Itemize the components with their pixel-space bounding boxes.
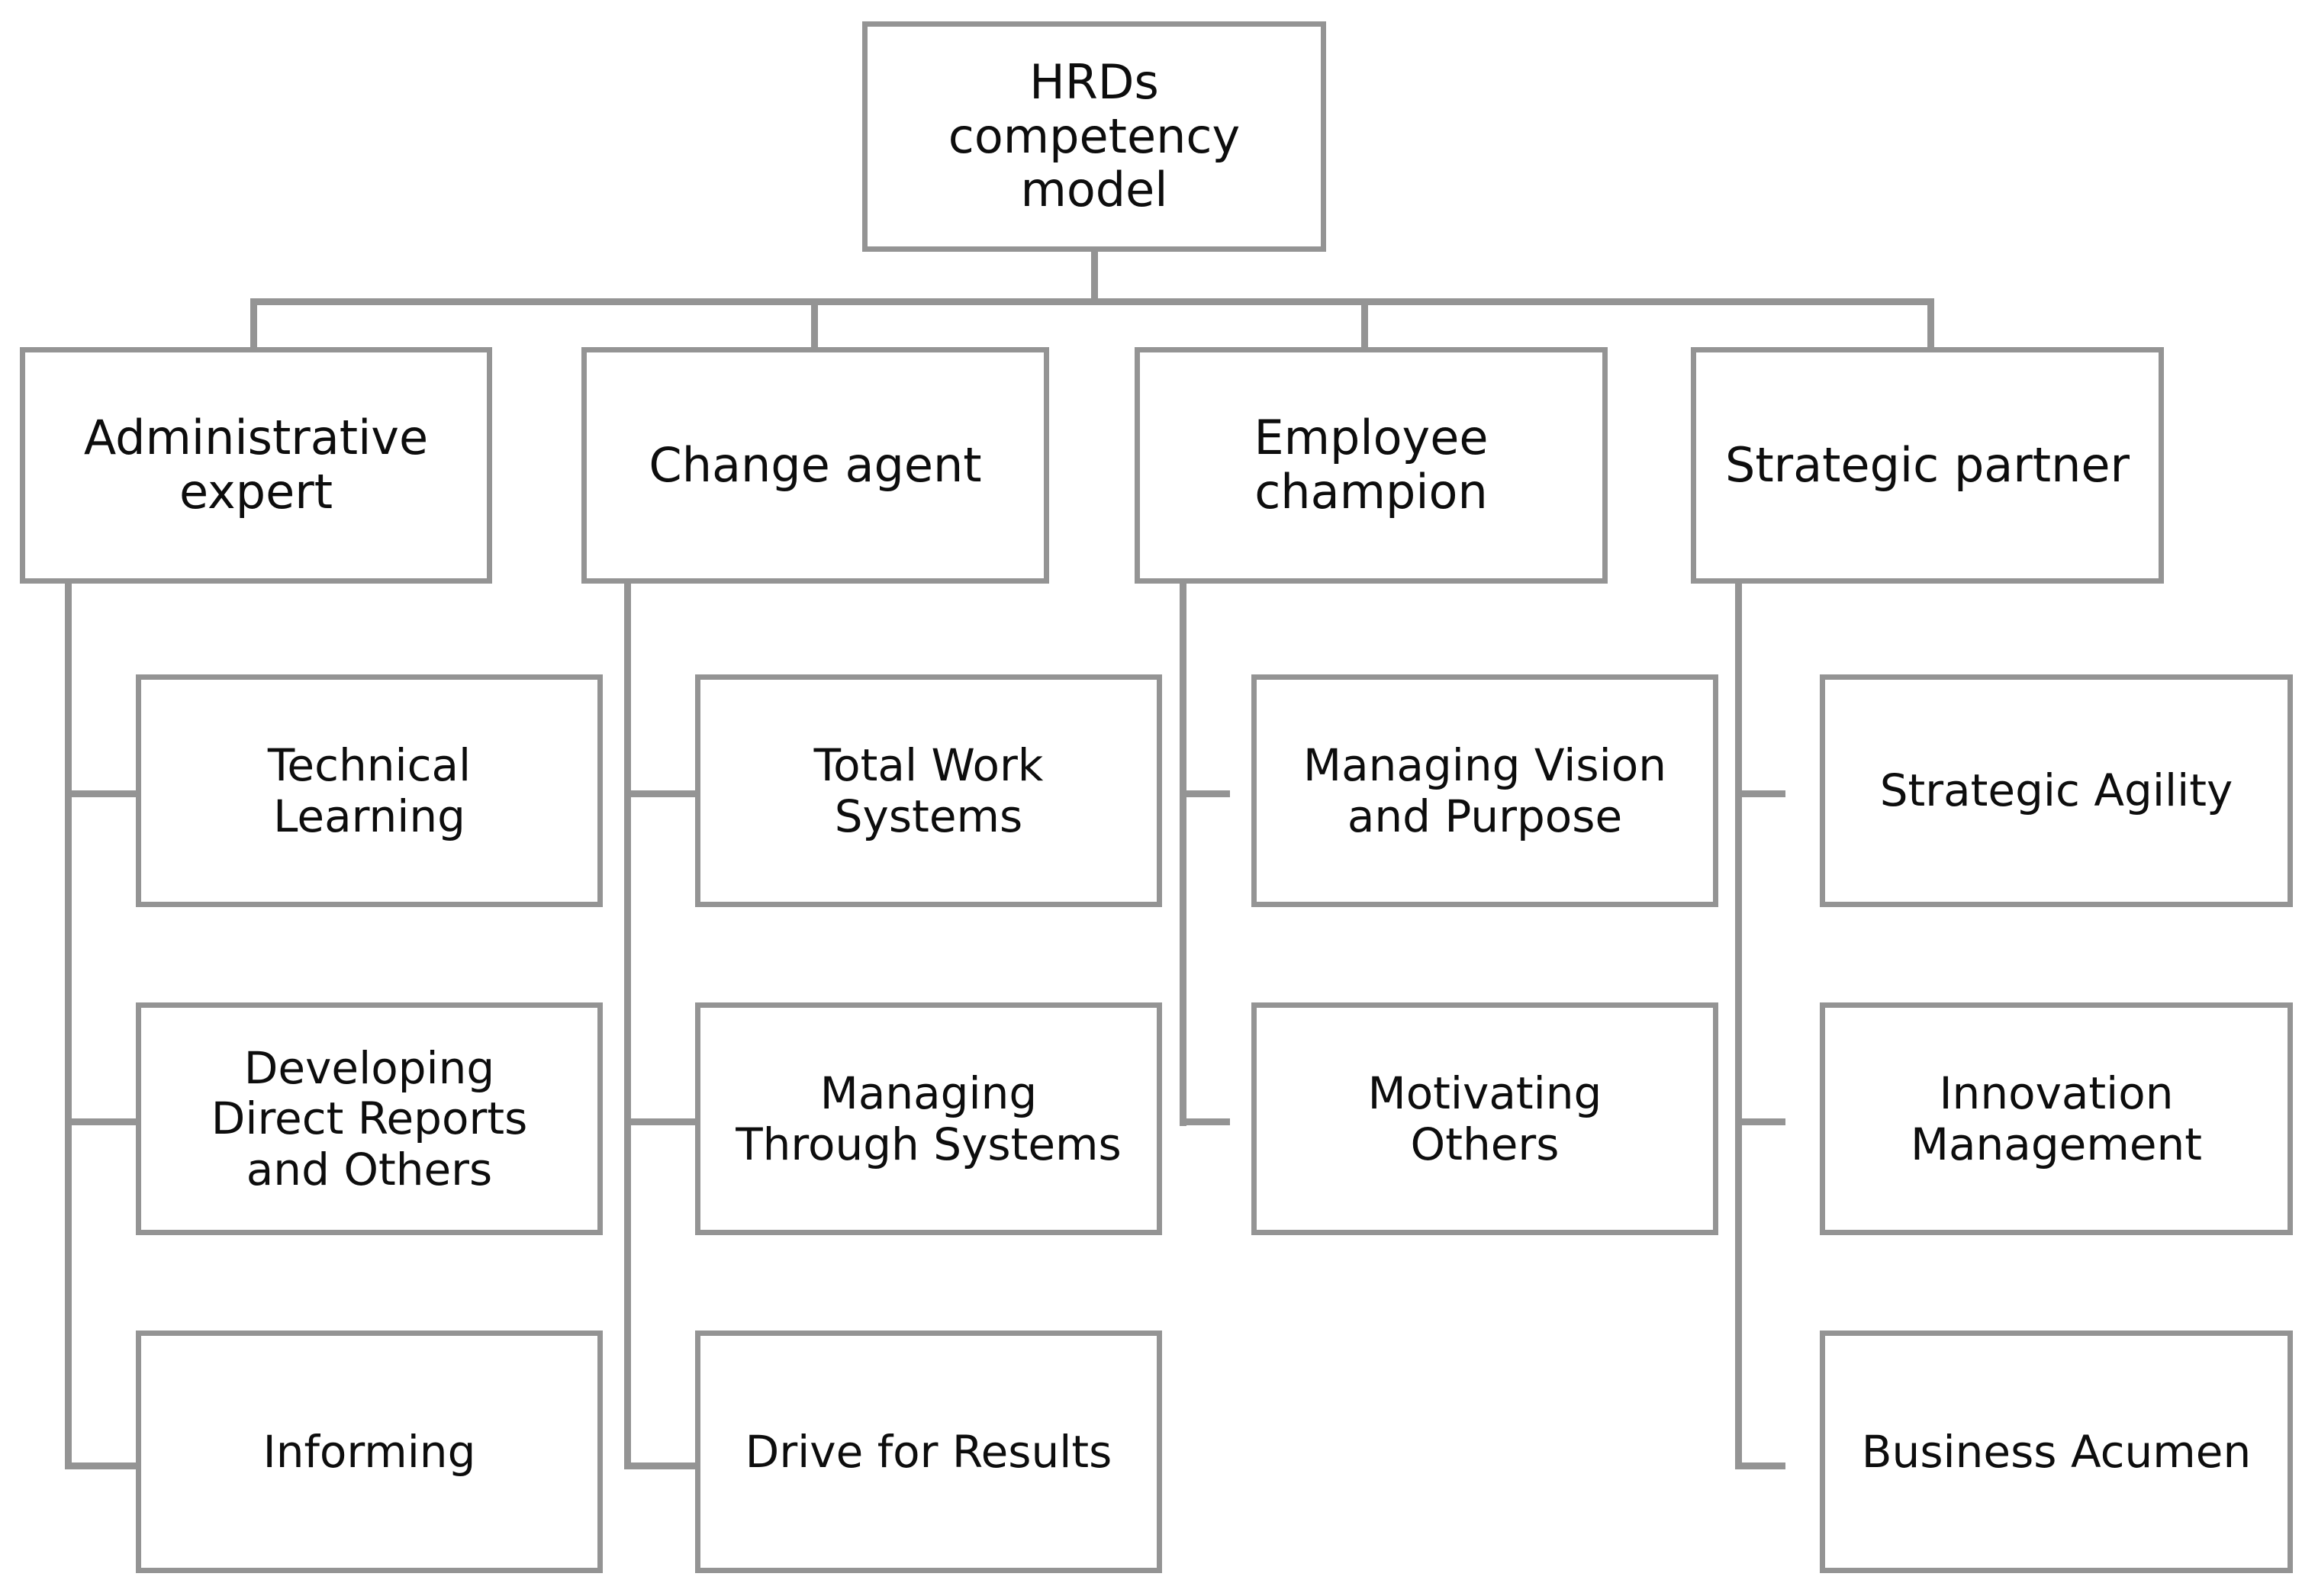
node-leaf-label: Informing <box>262 1425 476 1478</box>
node-leaf-label: Developing Direct Reports and Others <box>211 1042 528 1195</box>
connector-rung-4-2 <box>1735 1118 1785 1125</box>
connector-trunk-branch-4 <box>1735 584 1742 1469</box>
connector-rung-1-1 <box>65 790 141 797</box>
node-leaf-label: Innovation Management <box>1910 1067 2203 1170</box>
node-leaf-innovation-management[interactable]: Innovation Management <box>1820 1002 2293 1235</box>
node-branch-label: Employee champion <box>1254 410 1489 520</box>
node-branch-employee-champion[interactable]: Employee champion <box>1135 347 1608 584</box>
node-root-label: HRDs competency model <box>948 53 1241 218</box>
node-leaf-motivating-others[interactable]: Motivating Others <box>1251 1002 1718 1235</box>
connector-rung-2-1 <box>624 790 700 797</box>
connector-rung-3-1 <box>1180 790 1230 797</box>
node-leaf-business-acumen[interactable]: Business Acumen <box>1820 1331 2293 1573</box>
node-leaf-strategic-agility[interactable]: Strategic Agility <box>1820 674 2293 907</box>
connector-rung-2-2 <box>624 1118 700 1125</box>
node-root-hrds-competency-model[interactable]: HRDs competency model <box>862 21 1326 252</box>
node-branch-administrative-expert[interactable]: Administrative expert <box>20 347 492 584</box>
node-branch-strategic-partner[interactable]: Strategic partner <box>1691 347 2164 584</box>
node-leaf-developing-direct-reports-and-others[interactable]: Developing Direct Reports and Others <box>136 1002 603 1235</box>
connector-rung-1-3 <box>65 1462 141 1469</box>
node-branch-label: Strategic partner <box>1724 436 2130 493</box>
node-leaf-managing-vision-and-purpose[interactable]: Managing Vision and Purpose <box>1251 674 1718 907</box>
node-leaf-label: Managing Through Systems <box>736 1067 1122 1170</box>
node-leaf-label: Business Acumen <box>1861 1425 2252 1478</box>
connector-rung-4-3 <box>1735 1462 1785 1469</box>
connector-rung-2-3 <box>624 1462 700 1469</box>
node-branch-change-agent[interactable]: Change agent <box>581 347 1049 584</box>
connector-distribution-bar <box>250 298 1934 305</box>
node-leaf-label: Motivating Others <box>1367 1067 1602 1170</box>
node-leaf-label: Drive for Results <box>745 1425 1112 1478</box>
node-leaf-label: Strategic Agility <box>1879 764 2233 817</box>
connector-trunk-branch-2 <box>624 584 631 1469</box>
connector-drop-branch-3 <box>1361 298 1368 349</box>
node-leaf-informing[interactable]: Informing <box>136 1331 603 1573</box>
connector-drop-branch-4 <box>1927 298 1934 349</box>
connector-trunk-branch-1 <box>65 584 72 1469</box>
node-branch-label: Administrative expert <box>83 410 429 520</box>
connector-rung-1-2 <box>65 1118 141 1125</box>
connector-trunk-branch-3 <box>1180 584 1186 1126</box>
node-leaf-label: Total Work Systems <box>813 739 1044 842</box>
connector-rung-4-1 <box>1735 790 1785 797</box>
connector-drop-branch-1 <box>250 298 257 349</box>
node-leaf-total-work-systems[interactable]: Total Work Systems <box>695 674 1162 907</box>
node-leaf-drive-for-results[interactable]: Drive for Results <box>695 1331 1162 1573</box>
node-leaf-label: Managing Vision and Purpose <box>1303 739 1666 842</box>
node-leaf-managing-through-systems[interactable]: Managing Through Systems <box>695 1002 1162 1235</box>
connector-drop-branch-2 <box>811 298 818 349</box>
connector-rung-3-2 <box>1180 1118 1230 1125</box>
node-leaf-technical-learning[interactable]: Technical Learning <box>136 674 603 907</box>
node-branch-label: Change agent <box>649 436 982 493</box>
connector-root-stem <box>1091 252 1098 304</box>
node-leaf-label: Technical Learning <box>267 739 472 842</box>
